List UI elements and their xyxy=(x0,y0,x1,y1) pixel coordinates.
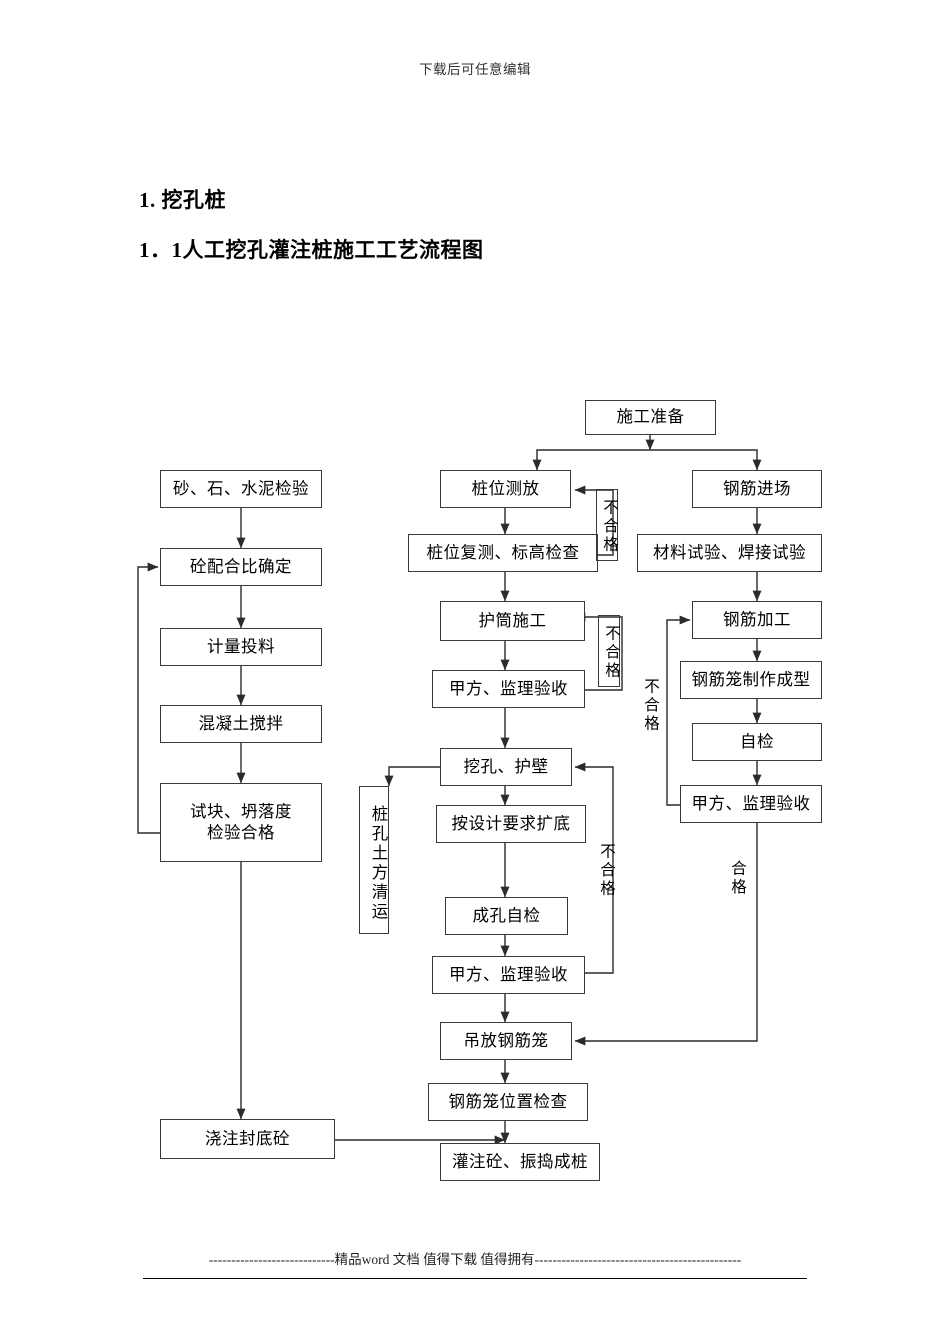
header-note: 下载后可任意编辑 xyxy=(419,62,531,77)
edge-label-pass-cage: 合格 xyxy=(729,860,746,897)
node-rebar-processing[interactable]: 钢筋加工 xyxy=(692,601,822,639)
node-concrete-mix-ratio[interactable]: 砼配合比确定 xyxy=(160,548,322,586)
edge-label-fail-casing: 不合格 xyxy=(598,615,620,687)
node-sand-stone-cement-test[interactable]: 砂、石、水泥检验 xyxy=(160,470,322,508)
node-excavate-wall[interactable]: 挖孔、护壁 xyxy=(440,748,572,786)
node-owner-supervisor-acceptance-1[interactable]: 甲方、监理验收 xyxy=(432,670,585,708)
edge-label-fail-hole: 不合格 xyxy=(598,843,615,899)
edge-label-fail-cage: 不合格 xyxy=(642,678,659,734)
node-construction-prep[interactable]: 施工准备 xyxy=(585,400,716,435)
node-owner-supervisor-acceptance-2[interactable]: 甲方、监理验收 xyxy=(432,956,585,994)
node-seal-bottom-concrete[interactable]: 浇注封底砼 xyxy=(160,1119,335,1159)
node-pile-recheck[interactable]: 桩位复测、标高检查 xyxy=(408,534,598,572)
node-cage-position-check[interactable]: 钢筋笼位置检查 xyxy=(428,1083,588,1121)
footer-text: ----------------------------精品word 文档 值得… xyxy=(208,1252,742,1267)
node-pour-concrete-pile[interactable]: 灌注砼、振捣成桩 xyxy=(440,1143,600,1181)
slump-test-line-1: 试块、坍落度 xyxy=(190,802,292,822)
node-metered-batching[interactable]: 计量投料 xyxy=(160,628,322,666)
node-owner-supervisor-acceptance-3[interactable]: 甲方、监理验收 xyxy=(680,785,822,823)
node-cage-self-check[interactable]: 自检 xyxy=(692,723,822,761)
node-concrete-mixing[interactable]: 混凝土搅拌 xyxy=(160,705,322,743)
node-pile-survey[interactable]: 桩位测放 xyxy=(440,470,571,508)
node-rebar-arrival[interactable]: 钢筋进场 xyxy=(692,470,822,508)
node-hole-self-check[interactable]: 成孔自检 xyxy=(445,897,568,935)
section-title: 1．1人工挖孔灌注桩施工工艺流程图 xyxy=(139,238,484,262)
node-slump-test-qualified[interactable]: 试块、坍落度 检验合格 xyxy=(160,783,322,862)
node-pile-soil-removal[interactable]: 桩孔土方清运 xyxy=(359,786,389,934)
footer-divider xyxy=(143,1278,807,1279)
slump-test-line-2: 检验合格 xyxy=(207,822,275,842)
page-title: 1. 挖孔桩 xyxy=(139,188,226,212)
node-enlarge-base[interactable]: 按设计要求扩底 xyxy=(436,805,586,843)
edge-label-fail-pile-survey: 不合格 xyxy=(596,489,618,561)
node-cage-fabrication[interactable]: 钢筋笼制作成型 xyxy=(680,661,822,699)
node-casing-construction[interactable]: 护筒施工 xyxy=(440,601,585,641)
node-material-weld-test[interactable]: 材料试验、焊接试验 xyxy=(637,534,822,572)
node-lower-rebar-cage[interactable]: 吊放钢筋笼 xyxy=(440,1022,572,1060)
